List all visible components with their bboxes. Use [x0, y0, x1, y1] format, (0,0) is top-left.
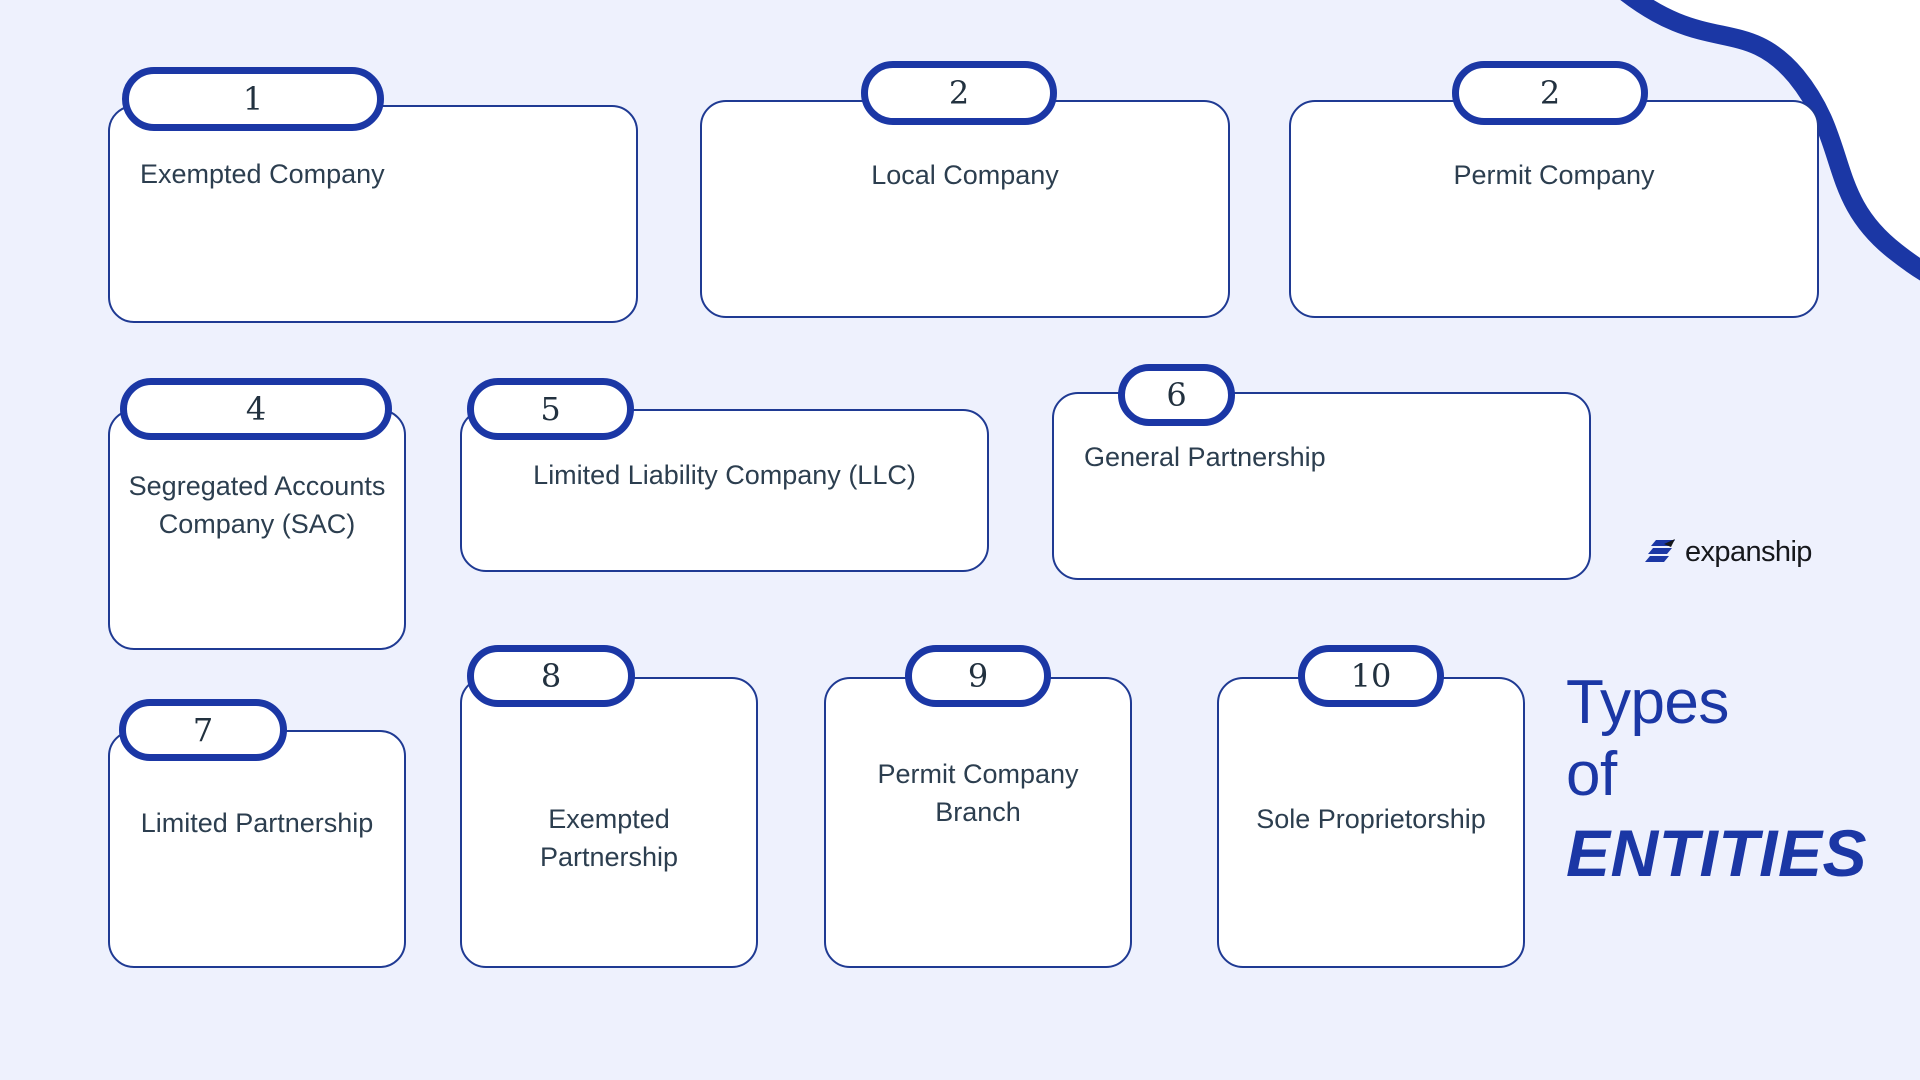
entity-card-3-number-badge[interactable]: 2	[1452, 61, 1648, 125]
entity-card-6-number-badge[interactable]: 6	[1118, 364, 1235, 426]
entity-card-10[interactable]: Sole Proprietorship	[1217, 677, 1525, 968]
entity-card-8-label: Exempted Partnership	[539, 804, 679, 873]
entity-card-5-number: 5	[540, 390, 561, 428]
entity-card-1[interactable]: Exempted Company	[108, 105, 638, 323]
title-line-1: Types	[1566, 668, 1729, 737]
entity-card-4-number-badge[interactable]: 4	[120, 378, 392, 440]
entity-card-8-number-badge[interactable]: 8	[467, 645, 635, 707]
entity-card-3[interactable]: Permit Company	[1289, 100, 1819, 318]
entity-card-7-number-badge[interactable]: 7	[119, 699, 287, 761]
entity-card-1-label: Exempted Company	[140, 159, 385, 189]
entity-card-10-number: 10	[1350, 657, 1392, 695]
entity-card-3-number: 2	[1539, 74, 1561, 112]
entity-card-8[interactable]: Exempted Partnership	[460, 677, 758, 968]
entity-card-10-label: Sole Proprietorship	[1256, 804, 1486, 834]
entity-card-10-number-badge[interactable]: 10	[1298, 645, 1444, 707]
entity-card-5-label: Limited Liability Company (LLC)	[533, 460, 916, 490]
entity-card-1-number-badge[interactable]: 1	[122, 67, 384, 131]
entity-card-6-number: 6	[1166, 376, 1187, 414]
entity-card-8-number: 8	[540, 657, 562, 695]
entity-card-4-label: Segregated Accounts Company (SAC)	[128, 471, 386, 540]
entity-card-9-number-badge[interactable]: 9	[905, 645, 1051, 707]
entity-card-9-label: Permit Company Branch	[877, 759, 1079, 828]
entity-card-1-number: 1	[242, 80, 264, 118]
entity-card-2-number-badge[interactable]: 2	[861, 61, 1057, 125]
entity-card-2-number: 2	[948, 74, 970, 112]
entity-card-3-label: Permit Company	[1453, 160, 1655, 190]
entity-card-5[interactable]: Limited Liability Company (LLC)	[460, 409, 989, 572]
expanship-mark-icon	[1645, 538, 1675, 562]
entity-card-9[interactable]: Permit Company Branch	[824, 677, 1132, 968]
brand-logo: expanship	[1644, 536, 1812, 569]
brand-name: expanship	[1685, 536, 1812, 568]
entity-card-9-number: 9	[967, 657, 989, 695]
entity-card-2[interactable]: Local Company	[700, 100, 1230, 318]
entity-card-7-number: 7	[192, 711, 214, 749]
title-line-2: of	[1566, 740, 1617, 809]
title-emphasis: ENTITIES	[1566, 816, 1868, 890]
entity-card-2-label: Local Company	[871, 160, 1059, 190]
entity-card-7-label: Limited Partnership	[140, 808, 374, 838]
entity-card-6-label: General Partnership	[1084, 442, 1326, 472]
entity-card-4[interactable]: Segregated Accounts Company (SAC)	[108, 409, 406, 650]
page-title: Types of ENTITIES	[1566, 668, 1906, 890]
entity-card-4-number: 4	[245, 390, 267, 428]
entity-card-7[interactable]: Limited Partnership	[108, 730, 406, 968]
entity-card-5-number-badge[interactable]: 5	[467, 378, 634, 440]
